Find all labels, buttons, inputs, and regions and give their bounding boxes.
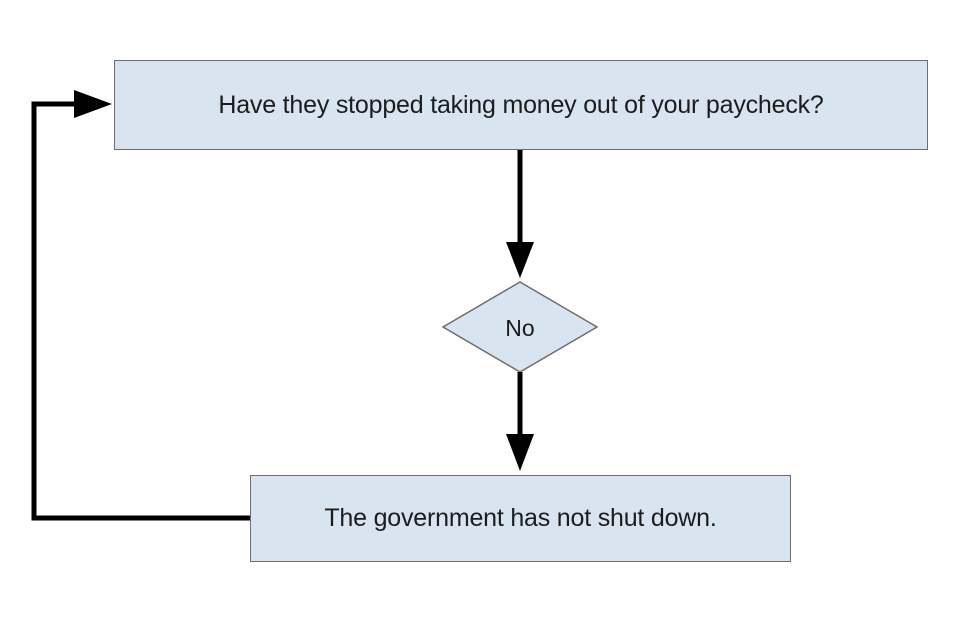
loop-back-arrow-head (74, 90, 112, 118)
decision-text: No (505, 314, 535, 341)
arrow-decision-to-result-head (506, 434, 534, 471)
question-text: Have they stopped taking money out of yo… (218, 90, 824, 119)
arrow-question-to-decision-head (506, 242, 534, 278)
question-box: Have they stopped taking money out of yo… (114, 60, 928, 150)
decision-label: No (470, 308, 570, 348)
loop-back-connector (31, 101, 250, 521)
result-box: The government has not shut down. (250, 475, 791, 562)
result-text: The government has not shut down. (324, 504, 717, 532)
